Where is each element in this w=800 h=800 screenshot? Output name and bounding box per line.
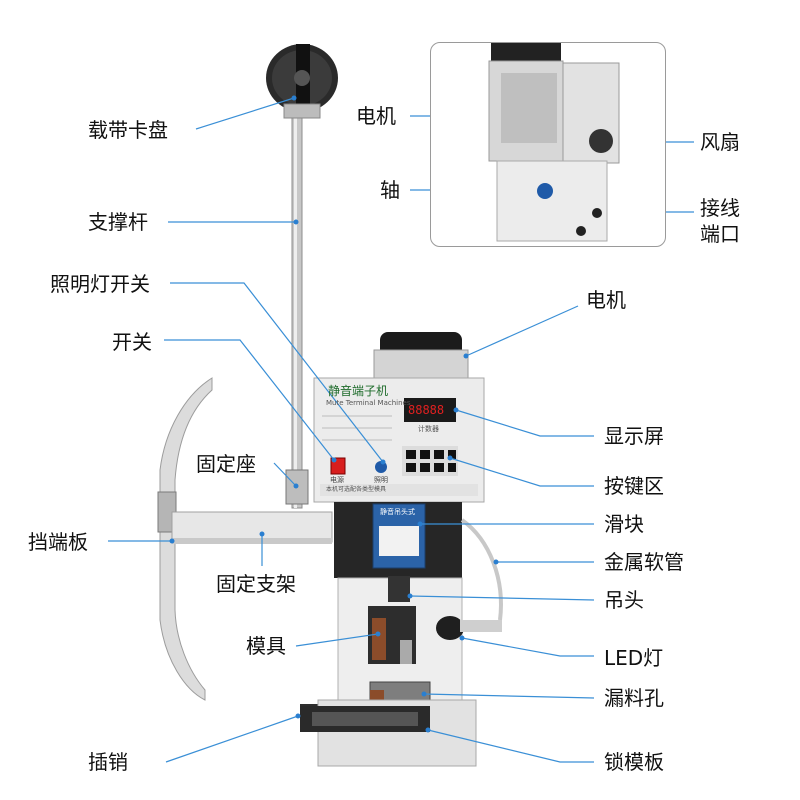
label-fixed-seat: 固定座 — [196, 452, 256, 476]
power-label: 电源 — [330, 476, 344, 484]
metal-hose-shape — [460, 518, 503, 621]
slider-plate-title: 静音吊头式 — [380, 508, 415, 516]
inset-label-port-2: 端口 — [700, 222, 740, 246]
display-caption: 计数器 — [418, 425, 439, 433]
inset-panel — [430, 42, 666, 247]
label-switch: 开关 — [112, 330, 152, 354]
label-lock-plate: 锁模板 — [604, 750, 664, 774]
led-light-shape — [436, 616, 464, 640]
machine-brand-en: Mute Terminal Machines — [326, 399, 411, 407]
label-light-switch: 照明灯开关 — [50, 272, 150, 296]
inset-label-port-1: 接线 — [700, 196, 740, 220]
label-slider: 滑块 — [604, 512, 644, 536]
label-support-rod: 支撑杆 — [88, 210, 148, 234]
label-mold: 模具 — [246, 634, 286, 658]
hanger-head-shape — [388, 576, 410, 602]
label-tape-reel: 载带卡盘 — [88, 118, 168, 142]
fixed-bracket-shape — [171, 511, 333, 543]
label-keypad: 按键区 — [604, 474, 664, 498]
inset-label-fan: 风扇 — [700, 130, 740, 154]
display-screen — [404, 398, 456, 422]
end-plate-shape — [159, 377, 213, 701]
leader-lines-right — [407, 305, 595, 763]
label-fixed-bracket: 固定支架 — [216, 572, 296, 596]
inset-label-motor: 电机 — [356, 104, 396, 128]
label-metal-hose: 金属软管 — [604, 550, 684, 574]
inset-fan-shape — [589, 129, 613, 153]
inset-label-shaft: 轴 — [380, 178, 400, 202]
label-drain-hole: 漏料孔 — [604, 686, 664, 710]
label-pin: 插销 — [88, 750, 128, 774]
machine-brand-cn: 静音端子机 — [328, 384, 389, 398]
light-label: 照明 — [374, 476, 388, 484]
inset-drawing — [488, 43, 620, 242]
label-end-plate: 挡端板 — [28, 530, 88, 554]
label-motor: 电机 — [586, 288, 626, 312]
label-hanger-head: 吊头 — [604, 588, 644, 612]
display-value: 88888 — [408, 403, 445, 417]
leader-lines-left — [108, 95, 386, 763]
inset-shaft-shape — [537, 183, 553, 199]
label-display: 显示屏 — [604, 424, 664, 448]
panel-footer-note: 本机可选配各类型模具 — [326, 486, 387, 493]
label-led-light: LED灯 — [604, 646, 664, 670]
